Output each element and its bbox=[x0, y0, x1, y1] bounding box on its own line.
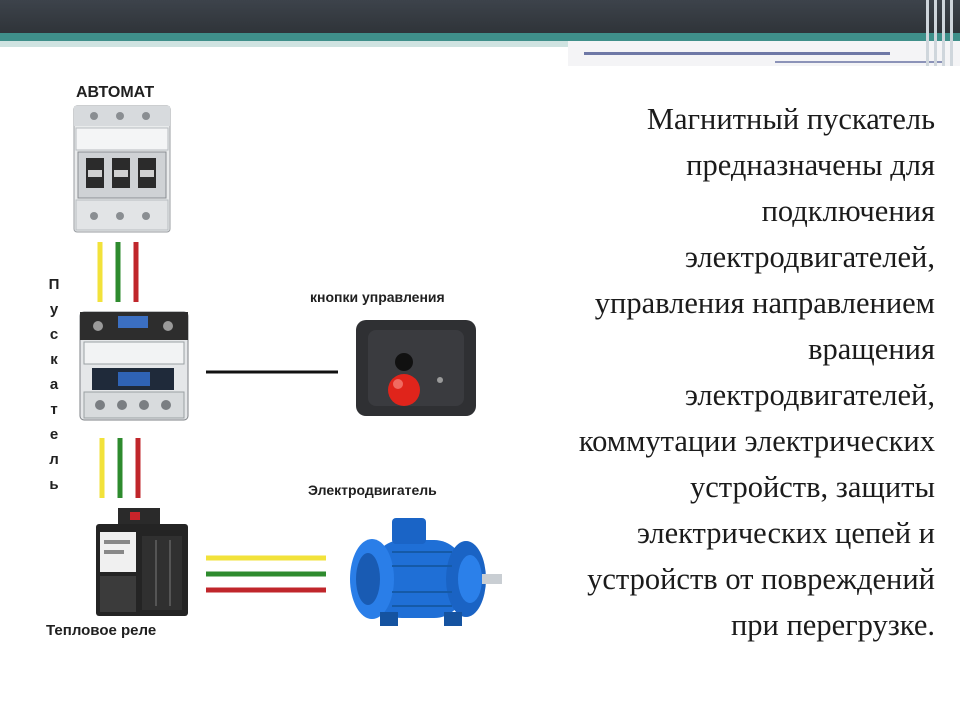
band-line-2 bbox=[775, 61, 945, 63]
control-buttons-image bbox=[356, 320, 476, 416]
band-dark bbox=[0, 0, 960, 33]
starter-letter: л bbox=[49, 451, 59, 468]
description-text: Магнитный пускатель предназначены для по… bbox=[465, 96, 935, 648]
magnetic-starter-image bbox=[79, 311, 189, 421]
description-line: при перегрузке. bbox=[730, 608, 935, 642]
label-motor: Электродвигатель bbox=[308, 482, 437, 498]
description-line: электродвигателей, bbox=[684, 378, 935, 412]
electric-motor-image bbox=[350, 518, 502, 626]
starter-letter: с bbox=[49, 326, 59, 343]
band-light bbox=[0, 41, 568, 47]
description-line: коммутации электрических bbox=[578, 424, 935, 458]
description-line: Магнитный пускатель bbox=[646, 102, 935, 136]
starter-letter: а bbox=[49, 376, 59, 393]
starter-letter: к bbox=[50, 351, 58, 368]
wires-breaker-to-starter bbox=[97, 242, 139, 302]
description-line: предназначены для bbox=[686, 148, 935, 182]
description-line: управления направлением bbox=[594, 286, 935, 320]
label-control-buttons: кнопки управления bbox=[310, 289, 445, 305]
label-breaker: АВТОМАТ bbox=[76, 84, 155, 101]
description-line: устройств от повреждений bbox=[587, 562, 935, 596]
label-thermal-relay: Тепловое реле bbox=[46, 622, 157, 639]
corner-stripes bbox=[920, 0, 960, 66]
starter-letter: ь bbox=[49, 476, 59, 493]
starter-letter: П bbox=[48, 276, 60, 293]
description-line: электродвигателей, bbox=[684, 240, 935, 274]
starter-letter: т bbox=[50, 401, 58, 418]
description-line: вращения bbox=[808, 332, 935, 366]
circuit-breaker-image bbox=[73, 105, 171, 233]
description-line: устройств, защиты bbox=[689, 470, 935, 504]
wires-starter-to-relay bbox=[99, 438, 141, 498]
thermal-relay-image bbox=[96, 508, 188, 616]
description-line: электрических цепей и bbox=[636, 516, 935, 550]
description-line: подключения bbox=[761, 194, 935, 228]
top-decorative-band bbox=[0, 0, 960, 66]
starter-letter: у bbox=[49, 301, 59, 318]
band-teal bbox=[0, 33, 960, 41]
label-starter-vertical: П у с к а т е л ь bbox=[44, 272, 64, 497]
band-line-1 bbox=[584, 52, 890, 55]
starter-letter: е bbox=[49, 426, 59, 443]
wires-relay-to-motor bbox=[206, 555, 326, 593]
